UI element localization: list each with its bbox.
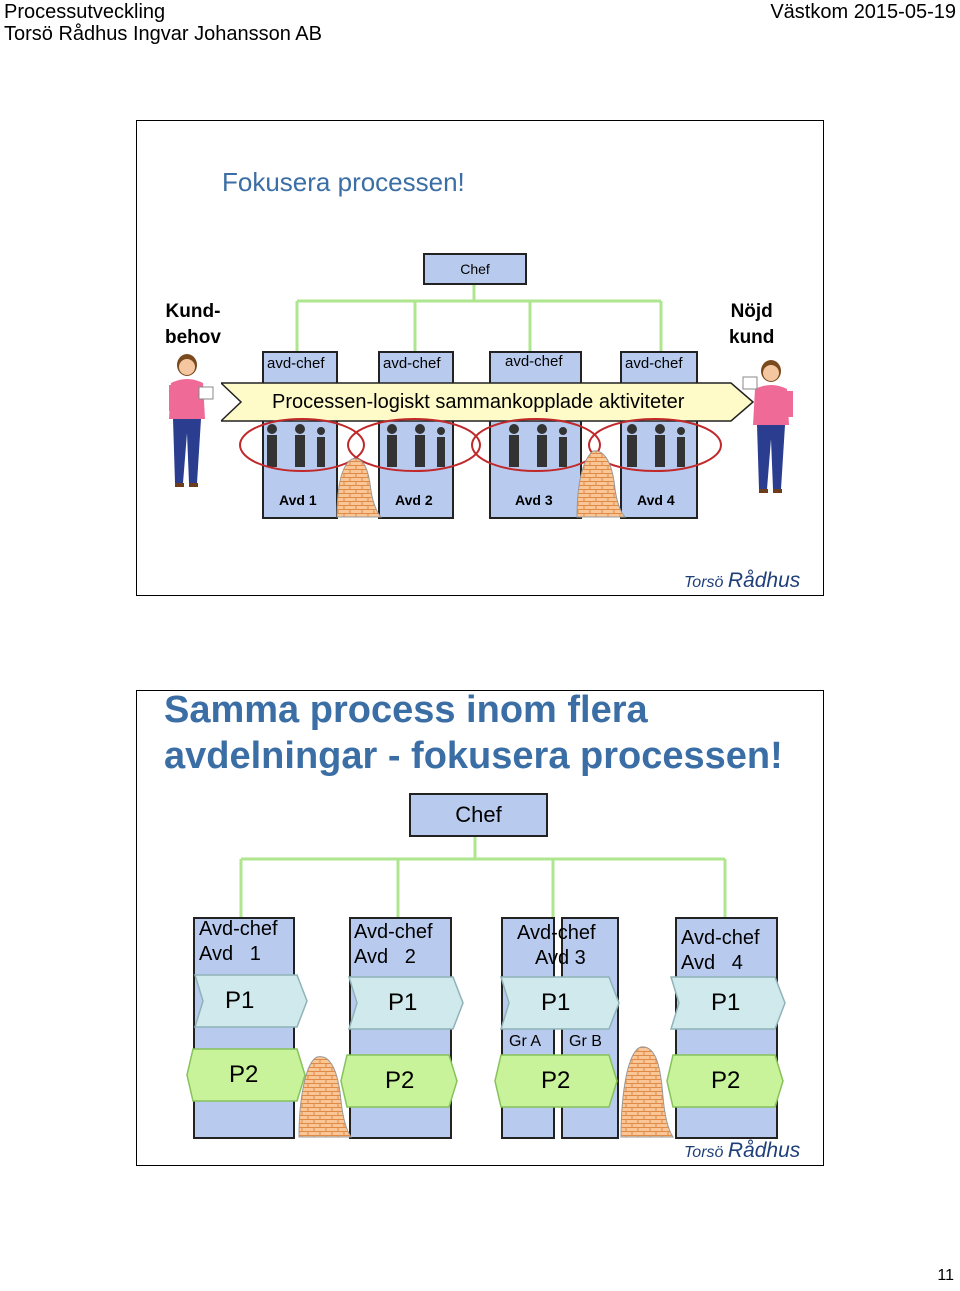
department-label: Avd 3 <box>515 492 553 508</box>
chef-box-2: Chef <box>409 793 548 837</box>
process-p2-label: P2 <box>229 1061 259 1088</box>
slide-2-title: Samma process inom flera avdelningar - f… <box>164 687 783 779</box>
document-title: Processutveckling <box>4 1 166 23</box>
brand-big: Rådhus <box>727 569 801 592</box>
avd-chef-label: avd-chef <box>267 355 325 372</box>
group-b-label: Gr B <box>569 1033 602 1050</box>
department-label: Avd 2 <box>395 492 433 508</box>
avd-label: Avd 4 <box>681 952 743 974</box>
satisfied-customer-label: Nöjd kund <box>729 299 774 351</box>
chef-box: Chef <box>423 253 527 285</box>
group-a-label: Gr A <box>509 1033 542 1050</box>
department-label: Avd 4 <box>637 492 675 508</box>
customer-need-line-1: Kund- <box>165 301 221 322</box>
document-subtitle: Torsö Rådhus Ingvar Johansson AB <box>4 23 322 45</box>
slide-2-title-line-1: Samma process inom flera <box>164 689 648 731</box>
customer-need-line-2: behov <box>165 327 221 348</box>
column-header: Avd-chef Avd 1 <box>199 917 278 967</box>
process-p1-label: P1 <box>388 989 418 1016</box>
slide-1: Fokusera processen! Chef avd-chef avd-ch… <box>136 120 824 596</box>
process-p1-label: P1 <box>711 989 741 1016</box>
team-illustration <box>239 418 722 518</box>
process-p1-label: P1 <box>225 987 255 1014</box>
process-arrow <box>221 382 755 422</box>
avd-label: Avd 3 <box>535 947 586 969</box>
customer-figure <box>169 354 214 487</box>
department-label: Avd 1 <box>279 492 317 508</box>
avd-chef-label: Avd-chef <box>199 918 278 940</box>
avd-label: Avd 2 <box>354 946 416 968</box>
process-p2-label: P2 <box>385 1067 415 1094</box>
satisfied-customer-figure <box>742 360 793 493</box>
process-arrows <box>186 974 786 1138</box>
org-lines-2 <box>239 837 727 917</box>
slide-1-title: Fokusera processen! <box>222 167 465 197</box>
satisfied-customer-line-1: Nöjd <box>730 301 773 322</box>
column-header: Avd-chef Avd 4 <box>681 926 760 976</box>
column-header: Avd-chef Avd 3 <box>517 921 596 971</box>
avd-chef-label: avd-chef <box>505 353 563 370</box>
brand-small: Torsö <box>684 1144 724 1161</box>
brand-logo: Torsö Rådhus <box>684 569 800 593</box>
slide-2-title-line-2: avdelningar - fokusera processen! <box>164 735 783 777</box>
avd-chef-label: avd-chef <box>625 355 683 372</box>
avd-chef-label: Avd-chef <box>681 927 760 949</box>
brand-small: Torsö <box>684 574 724 591</box>
brand-logo-2: Torsö Rådhus <box>684 1139 800 1163</box>
process-p2-label: P2 <box>541 1067 571 1094</box>
satisfied-customer-line-2: kund <box>729 327 775 348</box>
process-p1-label: P1 <box>541 989 571 1016</box>
brand-big: Rådhus <box>727 1139 801 1162</box>
org-lines <box>295 283 663 351</box>
column-header: Avd-chef Avd 2 <box>354 920 433 970</box>
avd-chef-label: avd-chef <box>383 355 441 372</box>
avd-chef-label: Avd-chef <box>354 921 433 943</box>
slide-2: Samma process inom flera avdelningar - f… <box>136 687 824 1166</box>
avd-label: Avd 1 <box>199 943 261 965</box>
document-date: Västkom 2015-05-19 <box>770 1 956 23</box>
department-column <box>489 351 582 519</box>
page-number: 11 <box>937 1267 954 1284</box>
process-label: Processen-logiskt sammankopplade aktivit… <box>272 391 685 413</box>
customer-need-label: Kund- behov <box>165 299 221 351</box>
process-p2-label: P2 <box>711 1067 741 1094</box>
avd-chef-label: Avd-chef <box>517 922 596 944</box>
department-column <box>193 917 295 1139</box>
